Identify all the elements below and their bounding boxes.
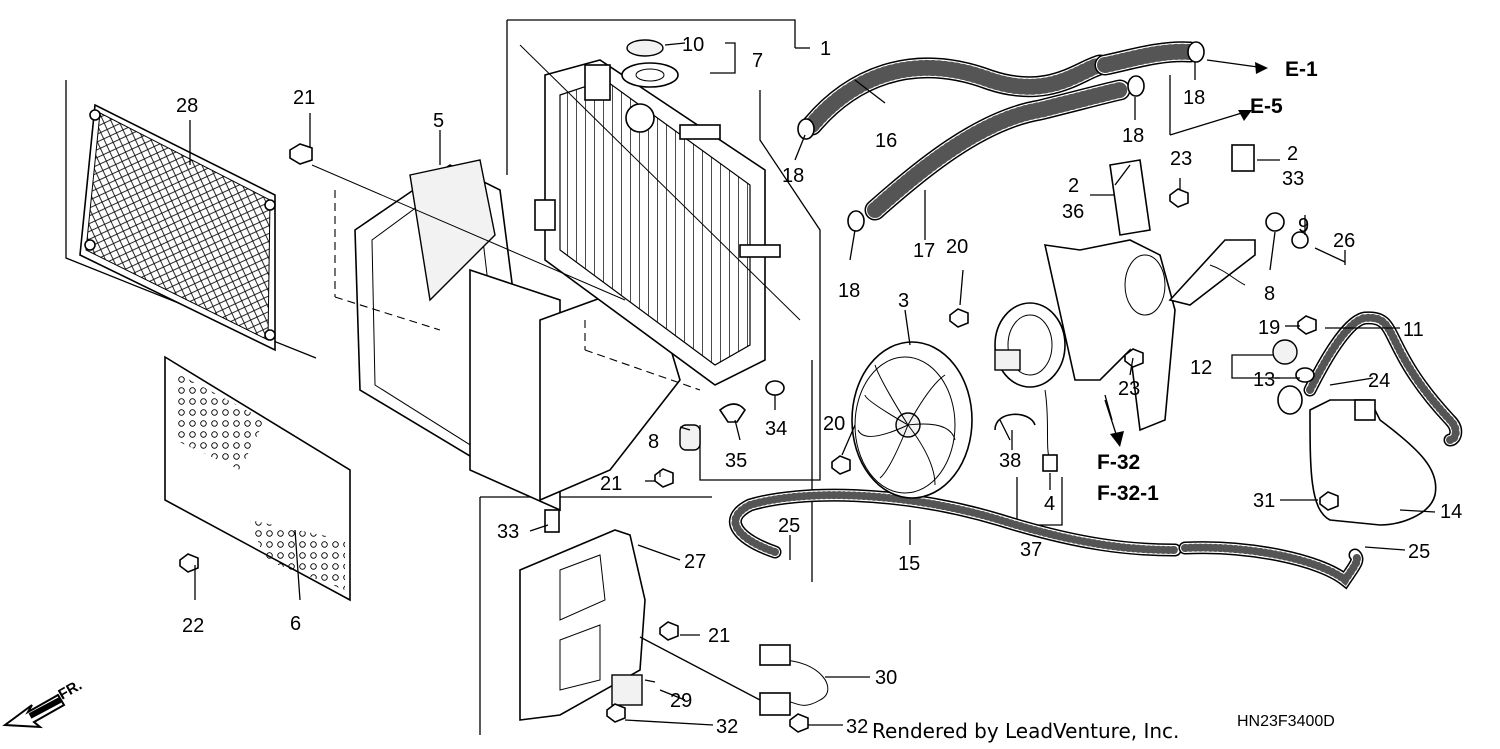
label-28: 28 [176,95,198,117]
lower-bracket-part-27 [519,509,646,721]
label-24: 24 [1368,370,1390,392]
label-14: 14 [1440,501,1462,523]
fan-shroud-bracket [1043,159,1256,432]
label-7: 7 [752,50,763,72]
label-31: 31 [1253,490,1275,512]
label-20a: 20 [946,236,968,258]
label-2b: 2 [1068,175,1079,197]
wire-harness-part-30 [611,644,829,716]
ref-e-1: E-1 [1285,58,1318,81]
ref-f-32-1: F-32-1 [1097,482,1159,505]
label-19: 19 [1258,317,1280,339]
label-12: 12 [1190,357,1212,379]
label-5: 5 [433,110,444,132]
grommets [679,212,1285,451]
label-22: 22 [182,615,204,637]
credit-text: Rendered by LeadVenture, Inc. [872,719,1179,743]
diagram-code: HN23F3400D [1237,713,1335,730]
label-23b: 23 [1118,378,1140,400]
label-18c: 18 [1122,125,1144,147]
assembly-dash-lines [311,44,801,477]
label-10: 10 [682,34,704,56]
radiator-part-1 [534,59,781,386]
leader-lines [189,42,1436,726]
label-20b: 20 [823,413,845,435]
label-32b: 32 [846,716,868,738]
label-9: 9 [1298,215,1309,237]
label-38: 38 [999,450,1021,472]
label-29: 29 [670,690,692,712]
front-direction-arrow: FR. [2,677,85,729]
mesh-grille-part-28 [79,103,276,352]
label-33a: 33 [1282,168,1304,190]
label-17: 17 [913,240,935,262]
label-25a: 25 [778,515,800,537]
label-16: 16 [875,130,897,152]
label-23a: 23 [1170,148,1192,170]
reference-labels: E-1 E-5 F-32 F-32-1 [1097,58,1318,505]
part-number-labels: 1 2 2 3 4 5 6 7 8 8 9 10 11 12 13 14 15 … [176,34,1462,738]
reserve-tank-part-14 [1272,339,1437,526]
shroud-part-5 [354,159,681,512]
label-33b: 33 [497,521,519,543]
label-18d: 18 [1183,87,1205,109]
label-21c: 21 [708,625,730,647]
label-25b: 25 [1408,541,1430,563]
label-26: 26 [1333,230,1355,252]
label-13: 13 [1253,369,1275,391]
label-2a: 2 [1287,143,1298,165]
label-8a: 8 [1264,283,1275,305]
label-21a: 21 [293,87,315,109]
hose-clamps-part-18 [797,41,1205,232]
label-35: 35 [725,450,747,472]
label-37: 37 [1020,539,1042,561]
bolts-and-screws [179,143,1346,733]
radiator-cap-parts-7-10 [621,39,679,88]
fan-part-3 [851,341,973,499]
label-27: 27 [684,551,706,573]
label-11: 11 [1403,319,1424,341]
hoses [729,41,1463,590]
label-34: 34 [765,418,787,440]
ref-e-5: E-5 [1250,95,1283,118]
label-32a: 32 [716,716,738,738]
label-21b: 21 [600,473,622,495]
label-18a: 18 [782,165,804,187]
label-30: 30 [875,667,897,689]
label-4: 4 [1044,493,1055,515]
label-18b: 18 [838,280,860,302]
label-3: 3 [898,290,909,312]
reference-arrows [1104,62,1268,447]
label-8b: 8 [648,431,659,453]
label-15: 15 [898,553,920,575]
fan-motor [994,302,1066,472]
label-6: 6 [290,613,301,635]
label-36: 36 [1062,201,1084,223]
label-1: 1 [820,38,831,60]
perforated-panel-part-6 [164,355,351,602]
ref-f-32: F-32 [1097,451,1140,474]
